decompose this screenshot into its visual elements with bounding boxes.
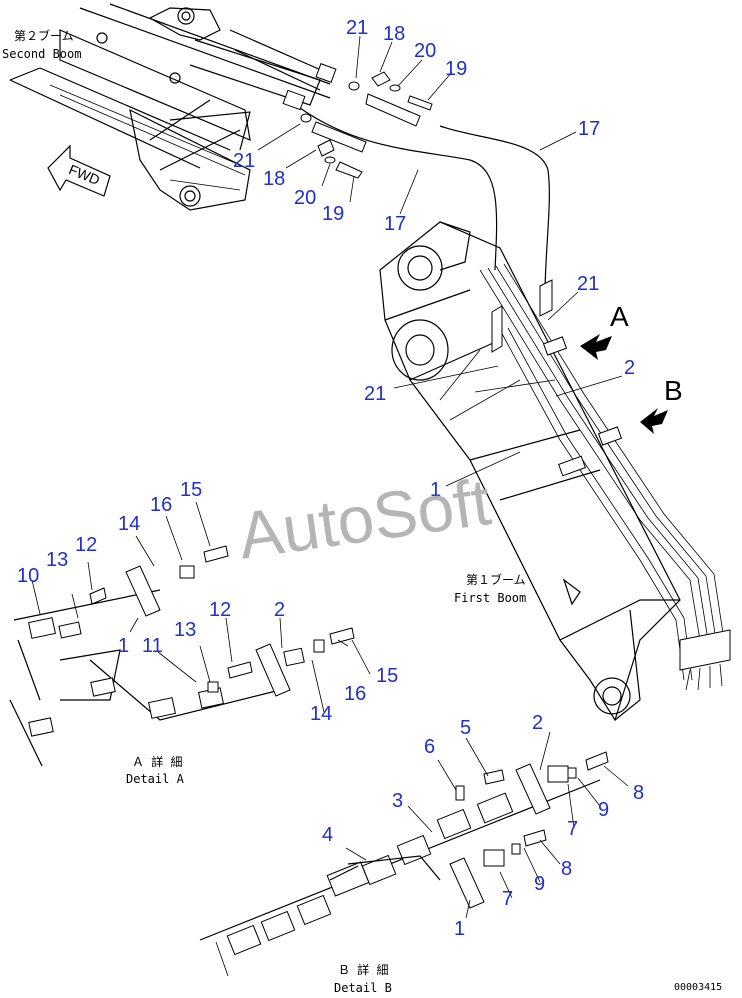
callout-14-a: 14 <box>118 513 140 535</box>
watermark: AutoSoft <box>234 464 495 573</box>
callout-19-top: 19 <box>445 58 467 80</box>
callout-12-a2: 12 <box>209 599 231 621</box>
callout-18-mid: 18 <box>263 168 285 190</box>
leader-lines <box>257 35 623 487</box>
callout-15-a: 15 <box>180 479 202 501</box>
detail-a-caption-jp: Ａ 詳 細 <box>132 754 182 769</box>
callout-13-a: 13 <box>46 549 68 571</box>
callout-2-b: 2 <box>532 712 543 734</box>
first-boom-caption-en: First Boom <box>454 591 526 605</box>
callout-18-top: 18 <box>383 23 405 45</box>
first-boom-drawing <box>379 221 681 722</box>
detail-b-caption-jp: Ｂ 詳 細 <box>338 962 388 977</box>
callout-1-main: 1 <box>430 479 441 501</box>
callout-20-top: 20 <box>414 40 436 62</box>
callout-12-a: 12 <box>75 534 97 556</box>
callout-21-low: 21 <box>364 383 386 405</box>
callout-3-b: 3 <box>392 790 403 812</box>
callout-17-mid: 17 <box>384 213 406 235</box>
callout-9-b2: 9 <box>534 873 545 895</box>
callout-5-b: 5 <box>460 717 471 739</box>
detail-a-drawing <box>9 501 371 767</box>
callout-21-mid: 21 <box>233 150 255 172</box>
fwd-label: FWD <box>67 161 103 188</box>
callout-16-a2: 16 <box>344 683 366 705</box>
second-boom-caption-jp: 第２ブーム <box>14 28 74 43</box>
first-boom-caption-jp: 第１ブーム <box>466 572 526 587</box>
callout-2-a: 2 <box>274 599 285 621</box>
callout-20-mid: 20 <box>294 187 316 209</box>
callout-14-a2: 14 <box>310 703 332 725</box>
drawing-code: 00003415 <box>674 982 722 993</box>
callout-13-a2: 13 <box>174 619 196 641</box>
callout-11-a: 11 <box>142 635 163 657</box>
callout-21-top: 21 <box>346 17 368 39</box>
callout-2-main: 2 <box>624 357 635 379</box>
callout-21-a: 21 <box>577 273 599 295</box>
view-letter-b: B <box>664 375 683 406</box>
callout-1-b: 1 <box>454 918 465 940</box>
callout-8-b2: 8 <box>561 858 572 880</box>
forward-arrow-icon: FWD <box>47 144 111 197</box>
second-boom-drawing <box>9 3 337 211</box>
hydraulic-tubes <box>479 263 731 691</box>
callout-7-b: 7 <box>567 818 578 840</box>
hose-17 <box>299 107 550 291</box>
callout-15-a2: 15 <box>376 665 398 687</box>
callout-9-b: 9 <box>598 799 609 821</box>
pin-assembly-top <box>348 71 433 127</box>
callout-17-top: 17 <box>578 118 600 140</box>
detail-b-drawing <box>199 731 629 977</box>
callout-16-a: 16 <box>150 494 172 516</box>
detail-a-caption-en: Detail A <box>126 772 185 786</box>
view-letter-a: A <box>610 301 629 332</box>
detail-b-caption-en: Detail B <box>334 981 392 995</box>
callout-6-b: 6 <box>424 736 435 758</box>
pin-assembly-middle <box>300 113 367 179</box>
view-arrow-b-icon <box>640 408 668 434</box>
callout-19-mid: 19 <box>322 203 344 225</box>
callout-1-a: 1 <box>118 635 129 657</box>
second-boom-caption-en: Second Boom <box>2 47 81 61</box>
captions: 第２ブーム Second Boom 第１ブーム First Boom Ａ 詳 細… <box>2 28 526 995</box>
callout-8-b: 8 <box>633 782 644 804</box>
callout-4-b: 4 <box>322 824 333 846</box>
callout-10-a: 10 <box>17 565 39 587</box>
view-arrow-a-icon <box>580 334 612 360</box>
callout-numbers: 21 18 20 19 17 21 18 20 19 17 21 2 21 1 … <box>17 17 644 940</box>
callout-7-b2: 7 <box>502 888 513 910</box>
